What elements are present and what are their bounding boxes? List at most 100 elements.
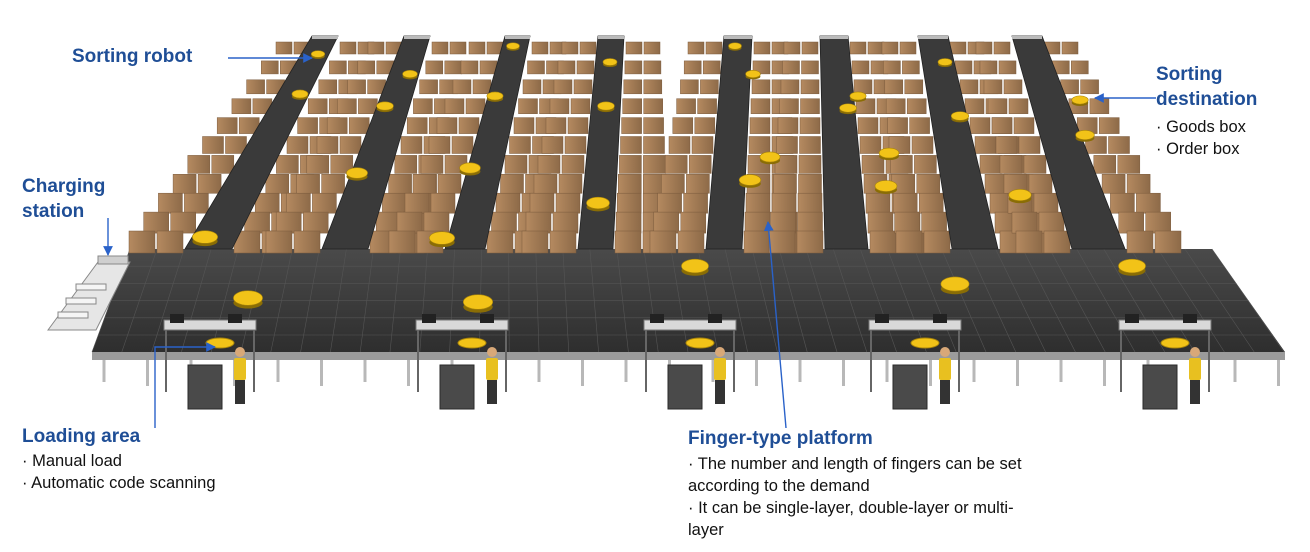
robot-icon	[940, 276, 970, 292]
box-icon	[404, 192, 430, 214]
box-icon	[187, 155, 211, 174]
box-icon	[668, 136, 691, 154]
box-icon	[339, 41, 357, 55]
box-icon	[800, 79, 820, 95]
box-icon	[799, 117, 821, 134]
box-icon	[468, 41, 486, 55]
loading-stations	[163, 314, 1212, 410]
loading-station-1	[163, 314, 257, 410]
box-icon	[1118, 211, 1144, 234]
robot-icon	[849, 91, 867, 101]
box-icon	[312, 192, 337, 214]
box-icon	[752, 60, 771, 75]
robot-icon	[192, 230, 218, 244]
box-icon	[382, 192, 407, 214]
box-icon	[1154, 230, 1182, 254]
box-icon	[436, 117, 458, 134]
worker-head	[715, 347, 725, 357]
box-icon	[993, 41, 1011, 55]
robot-11	[602, 58, 618, 68]
box-icon	[330, 155, 354, 174]
box-icon	[527, 60, 545, 75]
box-icon	[576, 60, 595, 75]
box-icon	[643, 41, 661, 55]
box-icon	[773, 174, 797, 194]
box-icon	[307, 98, 328, 114]
loading-area-notes: · Manual load · Automatic code scanning	[22, 450, 216, 494]
box-icon	[1126, 174, 1151, 194]
box-icon	[555, 192, 581, 214]
box-icon	[265, 230, 293, 254]
sorting-robots	[192, 42, 1146, 313]
box-icon	[649, 230, 677, 254]
box-icon	[1093, 155, 1117, 174]
note-finger-line-3: · It can be single-layer, double-layer o…	[688, 499, 1014, 517]
robot-28	[462, 294, 494, 313]
robot-16	[759, 151, 781, 165]
robot-13	[586, 196, 610, 212]
box-icon	[661, 174, 685, 194]
box-icon	[753, 41, 771, 55]
box-icon	[561, 155, 585, 174]
box-icon	[743, 230, 771, 254]
box-icon	[246, 79, 265, 95]
loading-station-4	[868, 314, 962, 410]
box-icon	[316, 136, 339, 154]
box-icon	[677, 230, 705, 254]
note-finger-line-4: layer	[688, 521, 724, 539]
box-icon	[413, 98, 433, 114]
box-icon	[1023, 155, 1047, 174]
robot-24	[1008, 189, 1032, 204]
robot-14	[728, 42, 742, 51]
box-icon	[531, 41, 549, 55]
box-icon	[1038, 211, 1065, 234]
arrow-finger-platform	[763, 221, 787, 429]
station-table	[1118, 319, 1212, 331]
box-icon	[796, 230, 824, 254]
box-icon	[276, 155, 299, 174]
sorting-destination-label: Sorting destination	[1156, 62, 1257, 112]
box-icon	[771, 192, 797, 214]
box-icon	[1011, 211, 1038, 234]
box-icon	[643, 98, 663, 114]
box-icon	[700, 79, 719, 95]
sorting-destination-line-2: destination	[1156, 89, 1258, 110]
box-icon	[768, 230, 796, 254]
box-icon	[573, 79, 593, 95]
finger-end-cap	[1012, 36, 1042, 39]
finger-platform-label: Finger-type platform	[688, 428, 873, 449]
bin-icon	[187, 364, 223, 410]
box-icon	[777, 117, 799, 134]
monitor-icon	[480, 314, 494, 323]
finger-8	[975, 35, 1182, 254]
box-icon	[683, 60, 702, 75]
monitor-icon	[1125, 314, 1139, 323]
box-icon	[619, 155, 642, 174]
robot-5	[506, 42, 520, 51]
robot-icon	[402, 70, 418, 78]
box-icon	[676, 98, 696, 114]
box-icon	[329, 60, 347, 75]
box-icon	[954, 60, 973, 75]
note-finger-line-2: according to the demand	[688, 477, 870, 495]
box-icon	[906, 98, 927, 114]
charging-station-label: Charging station	[22, 174, 105, 224]
box-icon	[265, 174, 290, 194]
box-icon	[431, 41, 449, 55]
finger-platform-notes: · The number and length of fingers can b…	[688, 453, 1022, 541]
box-icon	[798, 155, 822, 174]
box-icon	[867, 211, 894, 234]
robot-icon	[878, 147, 900, 159]
box-icon	[337, 98, 357, 114]
box-icon	[783, 41, 801, 55]
monitor-icon	[933, 314, 947, 323]
box-icon	[143, 211, 169, 234]
box-icon	[653, 211, 680, 234]
box-icon	[347, 79, 366, 95]
monitor-icon	[708, 314, 722, 323]
worker-icon	[939, 358, 951, 380]
box-icon	[302, 211, 329, 234]
box-icon	[911, 136, 934, 154]
box-icon	[849, 41, 867, 55]
box-icon	[664, 155, 688, 174]
